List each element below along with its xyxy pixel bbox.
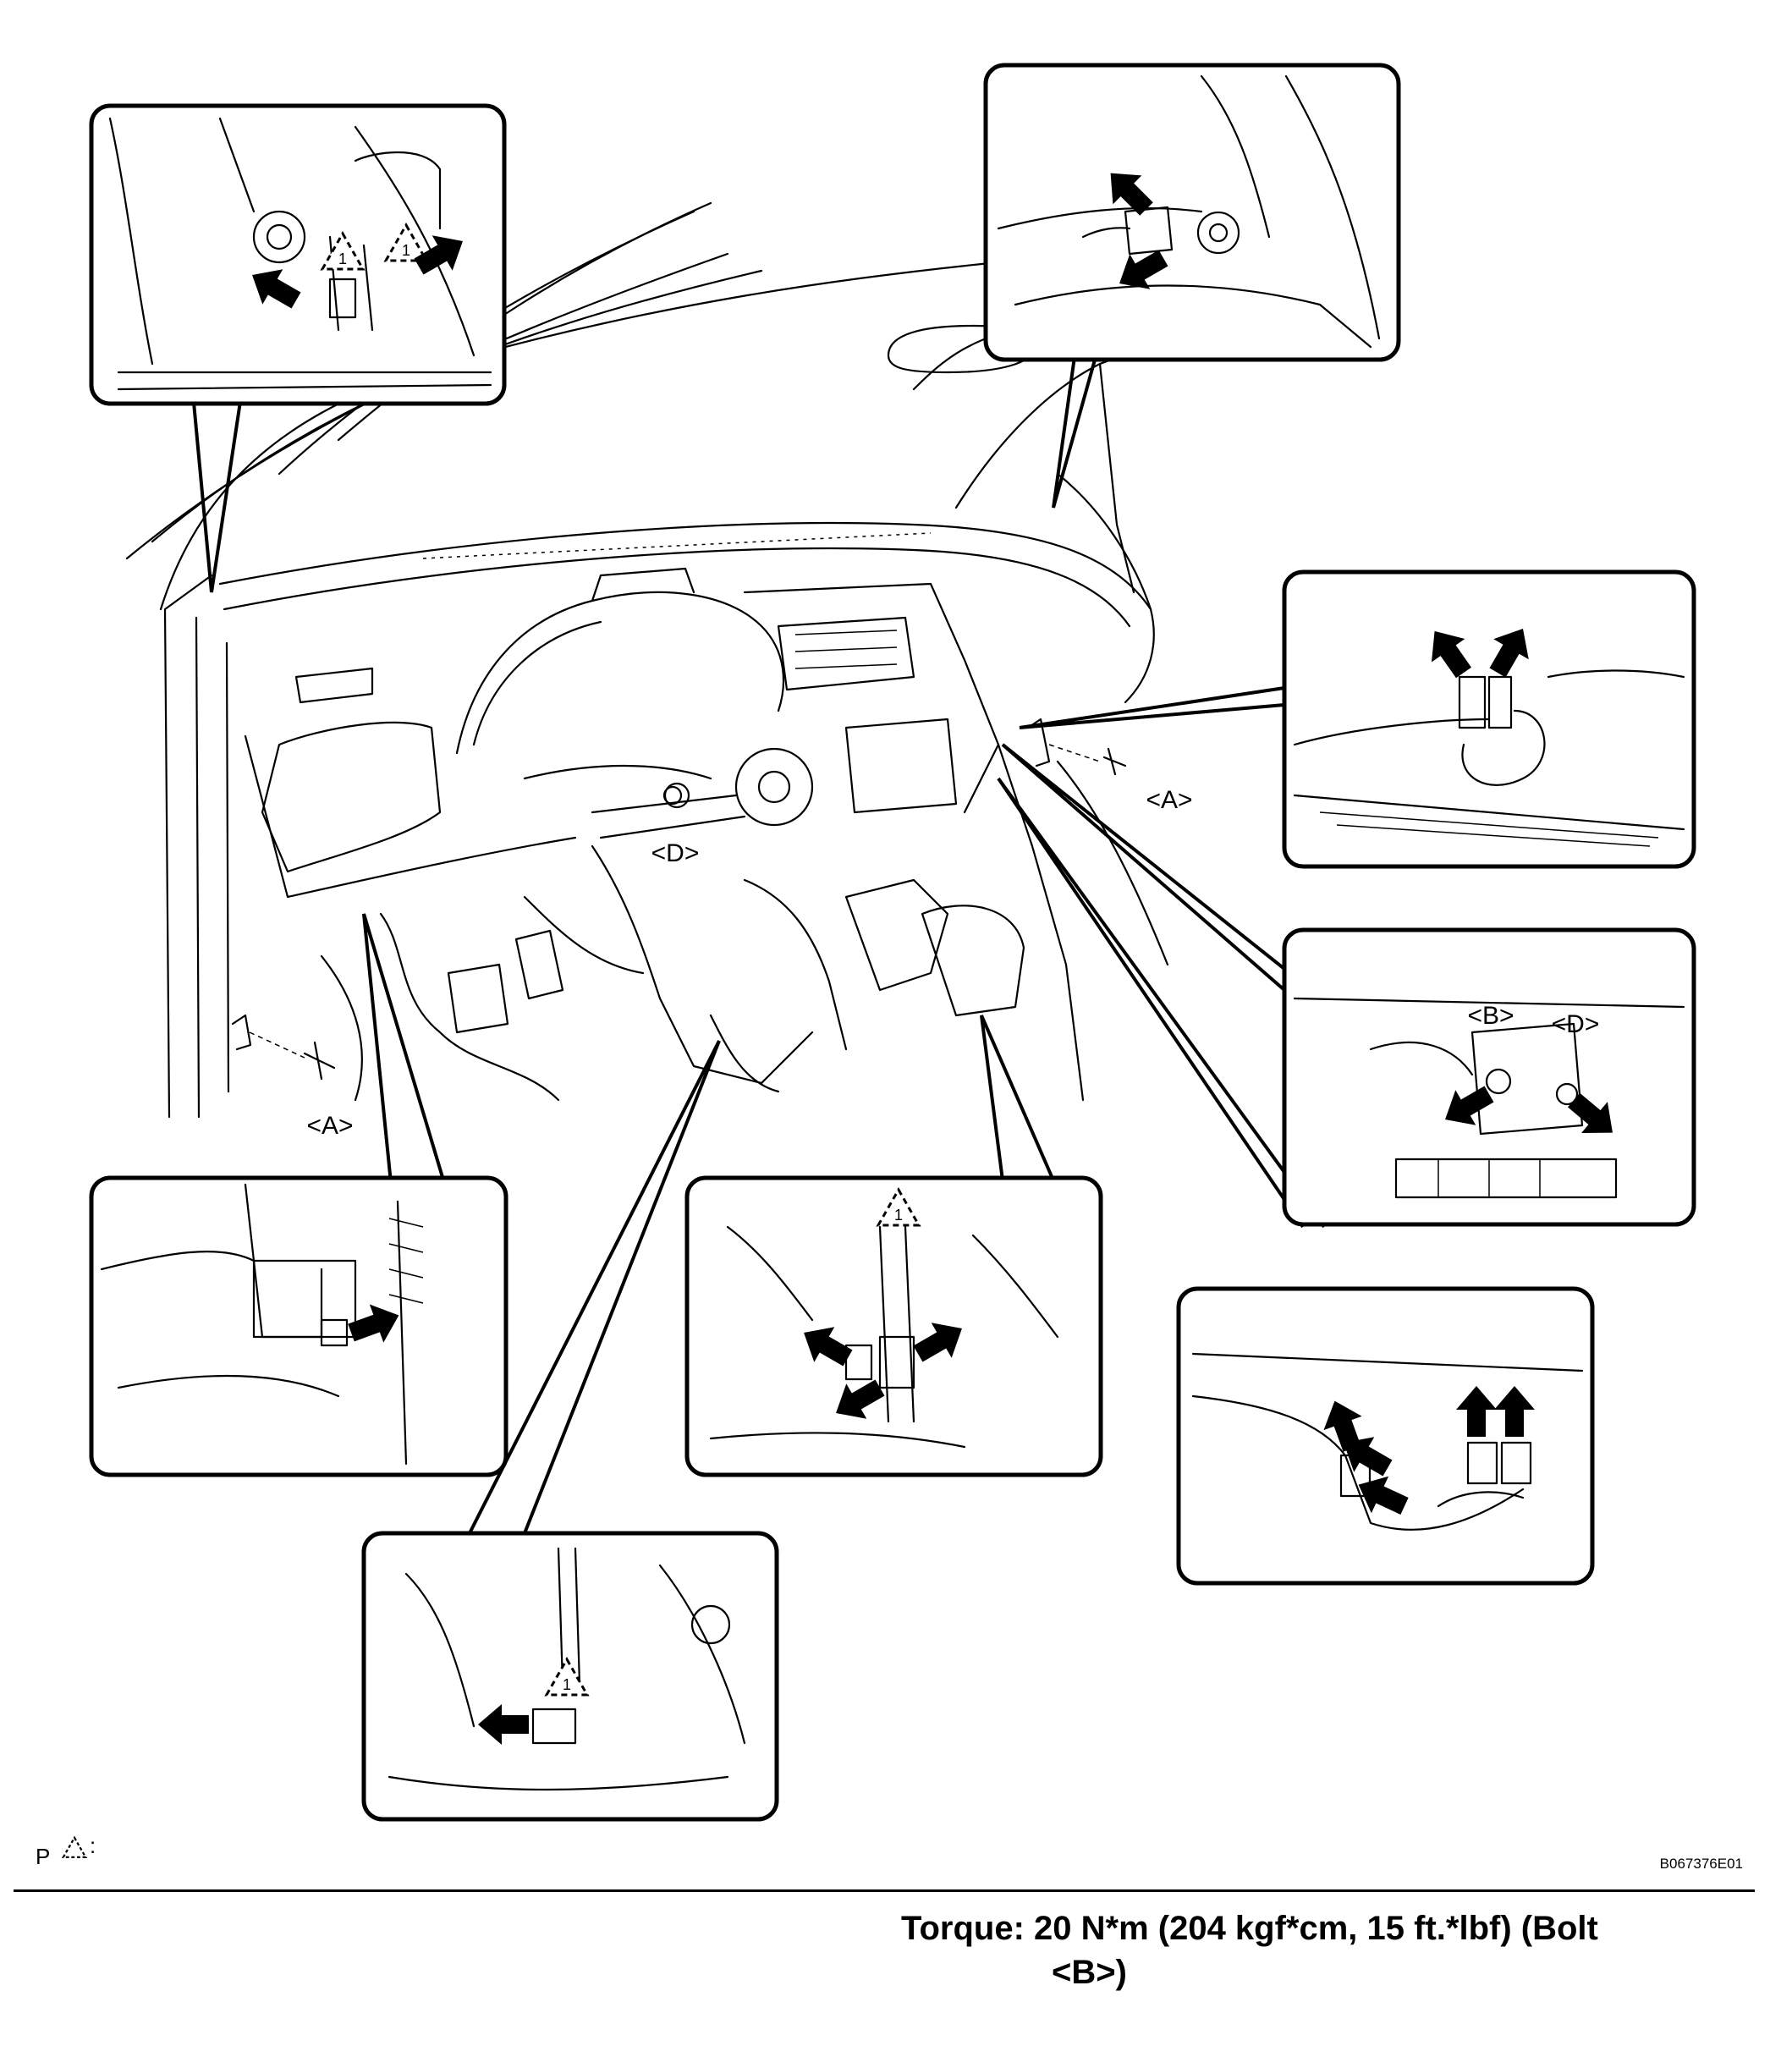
inset-top-right [983,63,1401,362]
figure-code: B067376E01 [1660,1856,1743,1872]
inset-right-middle [1282,927,1696,1227]
bolt-label-b: <B> [1467,1002,1514,1030]
legend-suffix: : [90,1833,96,1858]
inset-center [684,1175,1103,1477]
clip-legend: P : [36,1833,96,1869]
inset-bottom-center [361,1531,779,1822]
bolt-label-d-main: <D> [651,839,700,867]
bolt-label-d-inset: <D> [1552,1010,1600,1038]
bolt-label-a-left: <A> [306,1112,353,1140]
inset-left-lower [89,1175,508,1477]
inset-right-upper [1282,569,1696,869]
footer-divider [14,1889,1755,1892]
torque-line-2: <B>) [1052,1954,1127,1991]
legend-prefix: P [36,1844,50,1869]
torque-spec: Torque: 20 N*m (204 kgf*cm, 15 ft.*lbf) … [901,1906,1713,1994]
torque-line-1: Torque: 20 N*m (204 kgf*cm, 15 ft.*lbf) … [901,1910,1598,1947]
inset-right-lower [1176,1286,1595,1586]
bolt-label-a-right: <A> [1146,786,1192,814]
dashed-triangle-clip-icon [61,1835,88,1859]
leader-lines [191,326,1326,1534]
inset-top-left [89,103,507,406]
